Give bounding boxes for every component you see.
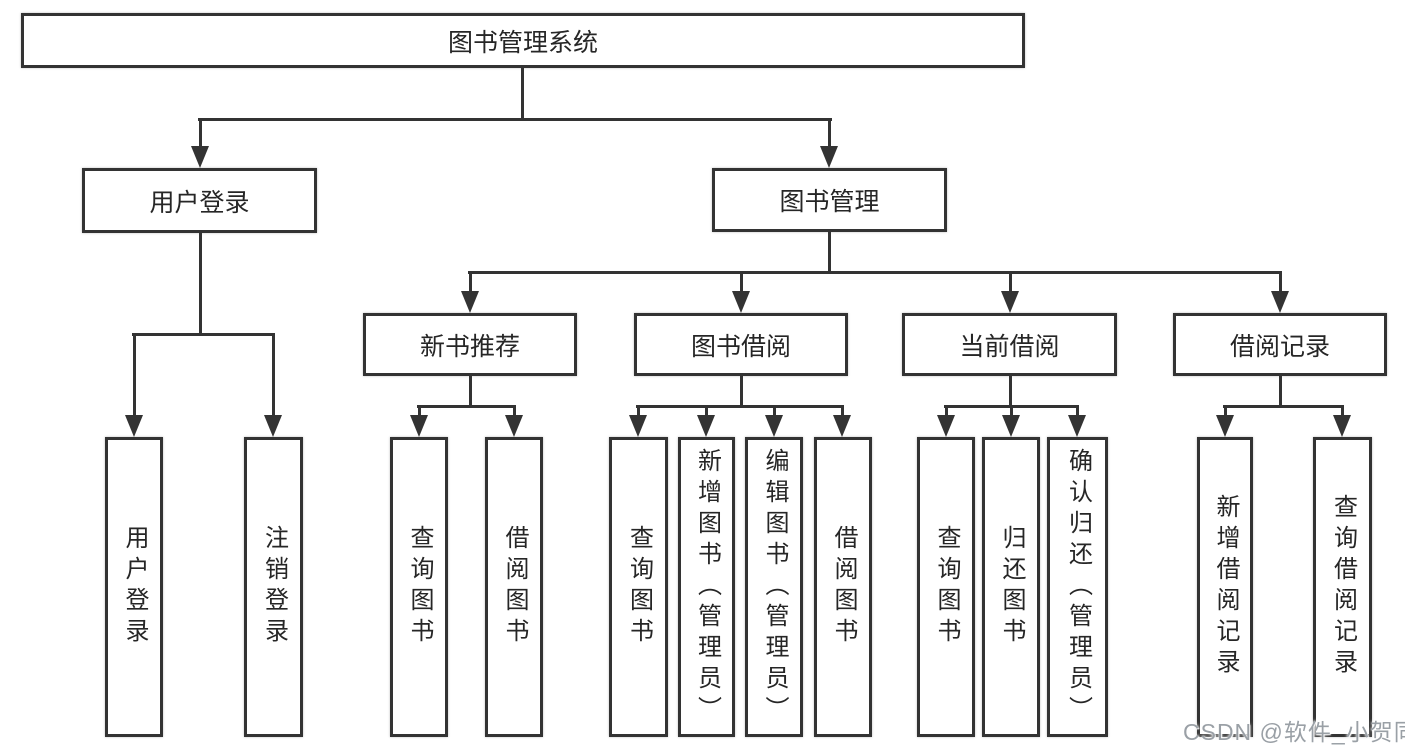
connector-stem [272, 333, 275, 420]
connector-stem [1010, 405, 1013, 421]
node-label: 用户登录 [121, 525, 148, 649]
node-label: 新增图书（管理员） [693, 447, 721, 727]
node-leaf-return-books: 归还图书 [982, 437, 1040, 737]
node-label: 注销登录 [260, 525, 288, 649]
node-label: 借阅图书 [501, 525, 528, 649]
connector-book-borrow-rail [636, 405, 844, 408]
arrow-down-icon [191, 146, 209, 168]
connector-stem [1341, 405, 1344, 421]
arrow-down-icon [461, 291, 479, 313]
node-label: 新增借阅记录 [1212, 494, 1239, 680]
arrow-down-icon [1002, 415, 1020, 437]
node-borrowing-records: 借阅记录 [1173, 313, 1387, 376]
node-label: 新书推荐 [419, 332, 520, 361]
connector-l3-rail [468, 271, 1282, 274]
arrow-down-icon [264, 415, 282, 437]
connector-stem [773, 405, 776, 421]
node-book-borrowing: 图书借阅 [634, 313, 848, 376]
node-label: 图书借阅 [690, 332, 791, 361]
node-leaf-borrow-books-1: 借阅图书 [485, 437, 543, 737]
arrow-down-icon [765, 415, 783, 437]
arrow-down-icon [1216, 415, 1234, 437]
connector-stem [945, 405, 948, 421]
node-label: 归还图书 [998, 525, 1025, 649]
node-leaf-edit-books-admin: 编辑图书（管理员） [745, 437, 803, 737]
arrow-down-icon [820, 146, 838, 168]
node-leaf-add-borrow-record: 新增借阅记录 [1197, 437, 1253, 737]
node-user-login: 用户登录 [82, 168, 317, 233]
arrow-down-icon [410, 415, 428, 437]
node-current-borrowing: 当前借阅 [902, 313, 1117, 376]
arrow-down-icon [125, 415, 143, 437]
arrow-down-icon [937, 415, 955, 437]
connector-book-borrow-stem [740, 376, 743, 408]
node-leaf-logout: 注销登录 [244, 437, 303, 737]
node-label: 借阅记录 [1229, 332, 1330, 361]
connector-stem [513, 405, 516, 421]
arrow-down-icon [697, 415, 715, 437]
connector-stem [1076, 405, 1079, 421]
arrow-down-icon [1001, 291, 1019, 313]
arrow-down-icon [505, 415, 523, 437]
connector-records-stem [1279, 376, 1282, 408]
csdn-watermark: CSDN @软件_小贺同学 [1183, 719, 1405, 745]
connector-stem [1224, 405, 1227, 421]
connector-stem [199, 118, 202, 152]
connector-records-rail [1223, 405, 1344, 408]
connector-l2-rail [198, 118, 832, 121]
connector-stem [1009, 271, 1012, 296]
node-leaf-confirm-return-admin: 确认归还（管理员） [1047, 437, 1108, 737]
node-label: 图书管理 [779, 188, 880, 216]
node-label: 查询图书 [625, 525, 653, 649]
connector-stem [1279, 271, 1282, 296]
connector-stem [469, 271, 472, 296]
node-leaf-borrow-books-2: 借阅图书 [814, 437, 872, 737]
node-leaf-query-borrow-record: 查询借阅记录 [1313, 437, 1372, 737]
connector-stem [705, 405, 708, 421]
node-new-book-recommend: 新书推荐 [363, 313, 577, 376]
arrow-down-icon [732, 291, 750, 313]
connector-root-stem [521, 68, 524, 121]
connector-cur-borrow-stem [1009, 376, 1012, 408]
node-label: 确认归还（管理员） [1064, 447, 1092, 727]
arrow-down-icon [1068, 415, 1086, 437]
connector-stem [133, 333, 136, 420]
node-leaf-user-login: 用户登录 [105, 437, 163, 737]
node-label: 借阅图书 [830, 525, 857, 649]
connector-stem [418, 405, 421, 421]
connector-new-rec-stem [469, 376, 472, 408]
connector-stem [740, 271, 743, 296]
arrow-down-icon [629, 415, 647, 437]
arrow-down-icon [1333, 415, 1351, 437]
node-root-library-system: 图书管理系统 [21, 13, 1025, 68]
node-label: 图书管理系统 [447, 28, 598, 57]
node-label: 查询图书 [406, 525, 433, 649]
connector-user-login-stem [199, 233, 202, 336]
connector-user-login-rail [132, 333, 275, 336]
arrow-down-icon [833, 415, 851, 437]
node-book-management: 图书管理 [712, 168, 947, 232]
node-label: 查询图书 [933, 525, 960, 649]
node-label: 当前借阅 [959, 332, 1060, 361]
connector-stem [828, 118, 831, 152]
node-label: 用户登录 [149, 188, 250, 217]
node-leaf-query-books-2: 查询图书 [609, 437, 668, 737]
connector-stem [841, 405, 844, 421]
arrow-down-icon [1271, 291, 1289, 313]
node-leaf-query-books-3: 查询图书 [917, 437, 975, 737]
connector-stem [637, 405, 640, 421]
node-leaf-add-books-admin: 新增图书（管理员） [678, 437, 735, 737]
node-label: 编辑图书（管理员） [761, 447, 788, 727]
node-leaf-query-books-1: 查询图书 [390, 437, 448, 737]
connector-new-rec-rail [417, 405, 516, 408]
node-label: 查询借阅记录 [1329, 494, 1357, 680]
connector-book-mgmt-stem [828, 232, 831, 274]
